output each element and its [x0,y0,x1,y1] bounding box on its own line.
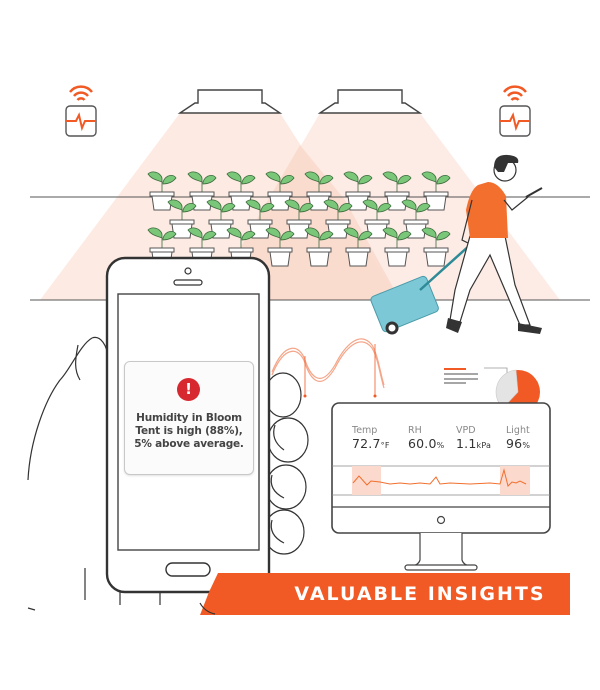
hand-fingers [263,372,309,555]
wifi-pulse-sensor-icon [65,85,97,137]
metric-value: 60.0 [408,436,437,451]
exclamation-alert-icon: ! [177,378,200,401]
banner-text: VALUABLE INSIGHTS [294,583,546,605]
alert-line-1: Humidity in Bloom [136,412,242,424]
desktop-monitor [331,402,551,571]
metric-rh: RH 60.0% [408,425,444,451]
metric-unit: % [436,441,445,450]
metric-unit: % [522,441,531,450]
valuable-insights-banner: VALUABLE INSIGHTS [272,574,568,614]
metric-vpd: VPD 1.1kPa [456,425,491,451]
metric-label: RH [408,425,422,436]
banner-shape [200,573,570,615]
alert-card[interactable]: ! Humidity in Bloom Tent is high (88%), … [124,361,254,475]
metric-label: Light [506,425,530,436]
metric-label: Temp [352,425,378,436]
metric-value: 1.1 [456,436,477,451]
alert-line-2: Tent is high (88%), [135,425,243,437]
metric-light: Light 96% [506,425,530,451]
metric-unit: kPa [476,441,492,450]
metric-value: 72.7 [352,436,381,451]
metric-value: 96 [506,436,523,451]
alert-line-3: 5% above average. [134,438,244,450]
metric-temp: Temp 72.7°F [352,425,390,451]
grow-light-right [317,89,423,114]
signal-wave [271,338,385,398]
walking-man-figure [370,154,543,335]
metric-label: VPD [456,425,476,436]
grow-light-left [177,89,283,114]
wifi-pulse-sensor-icon [499,85,531,137]
metric-unit: °F [380,441,390,450]
